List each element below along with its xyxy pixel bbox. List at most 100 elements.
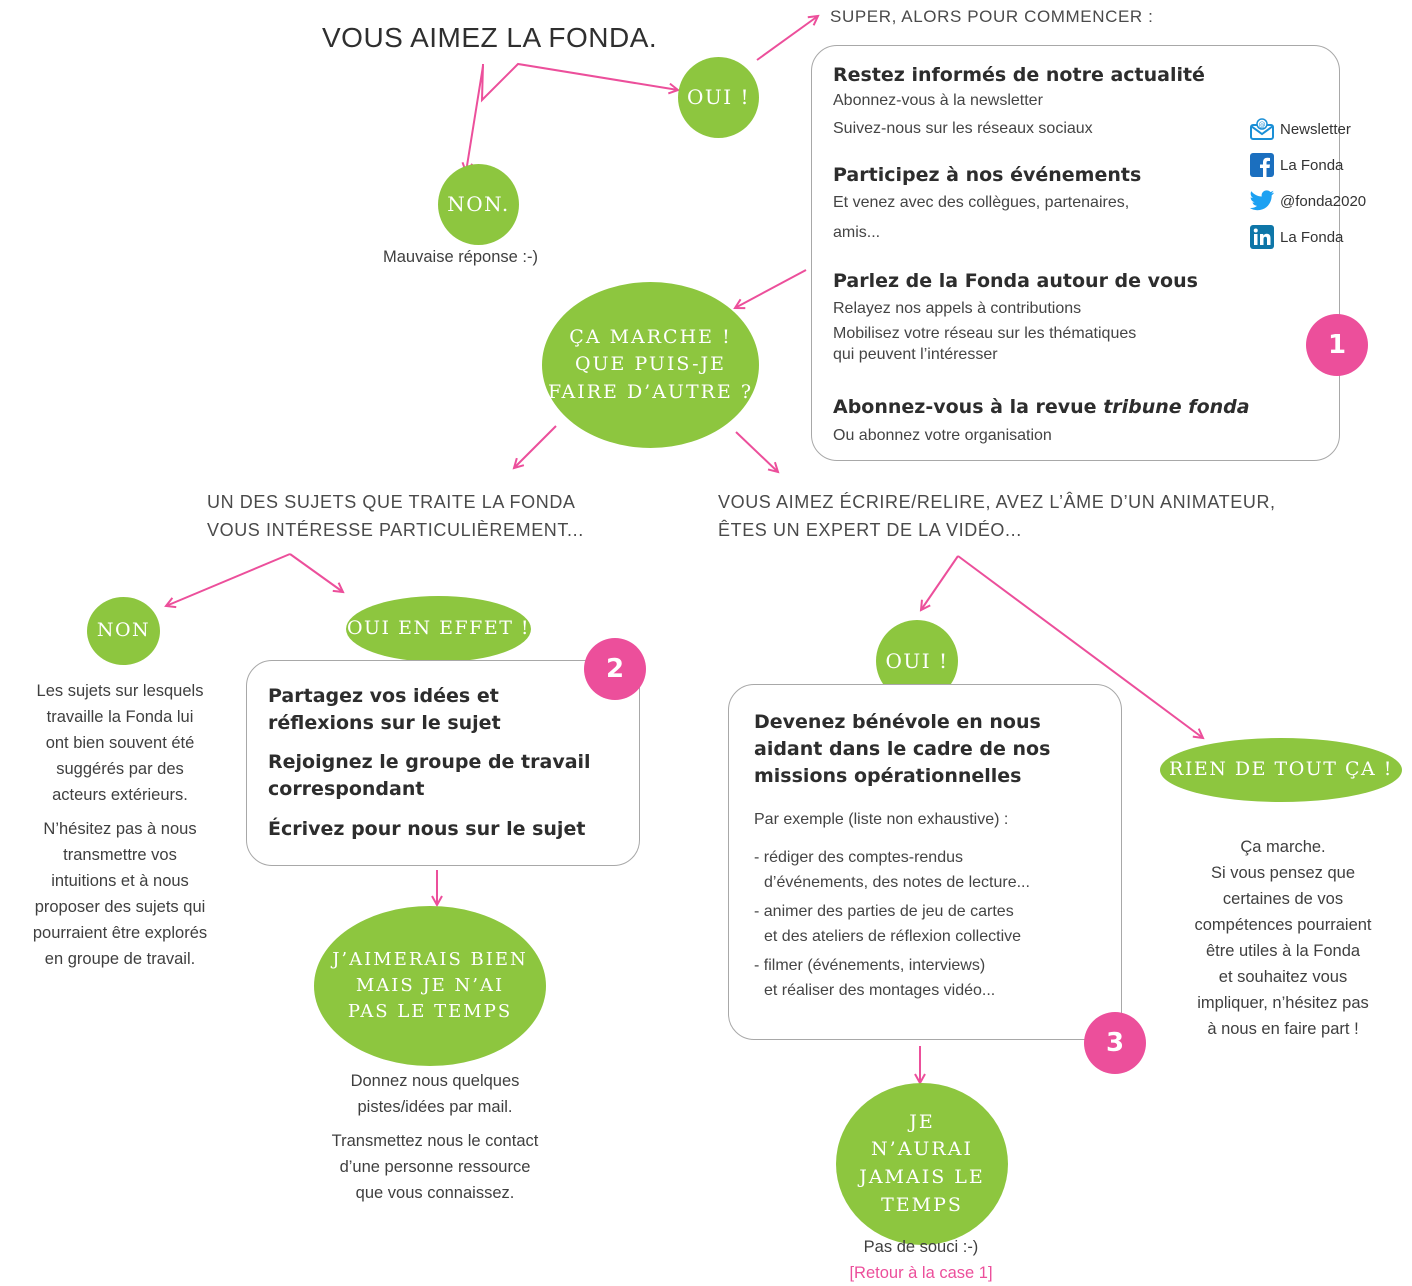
box3-heading: Devenez bénévole en nous [754, 711, 1041, 733]
badge-1: 1 [1306, 314, 1368, 376]
box1-text: Abonnez-vous à la newsletter [833, 92, 1043, 109]
newsletter-label[interactable]: Newsletter [1280, 120, 1351, 138]
arrow-to-super [756, 16, 818, 61]
box1-text: Ou abonnez votre organisation [833, 427, 1052, 444]
box1-text: Et venez avec des collègues, partenaires… [833, 194, 1130, 211]
facebook-label[interactable]: La Fonda [1280, 156, 1344, 174]
facebook-icon [1249, 152, 1275, 178]
text-line: travaille la Fonda lui [46, 708, 194, 726]
branch-right-label: VOUS AIMEZ ÉCRIRE/RELIRE, AVEZ L’ÂME D’U… [718, 488, 1276, 544]
box1-text: Suivez-nous sur les réseaux sociaux [833, 120, 1093, 137]
text-line: Les sujets sur lesquels [36, 682, 204, 700]
text-line: acteurs extérieurs. [52, 786, 188, 804]
text-line: N’hésitez pas à nous [43, 820, 197, 838]
svg-text:@: @ [1259, 121, 1266, 129]
bubble-jamais: Je n’aurai jamais le temps [836, 1083, 1008, 1245]
box3-text: d’événements, des notes de lecture... [764, 874, 1030, 891]
twitter-label[interactable]: @fonda2020 [1280, 192, 1367, 210]
twitter-icon [1249, 188, 1275, 214]
text-line: certaines de vos [1222, 890, 1344, 908]
box1-title-parlez: Parlez de la Fonda autour de vous [833, 270, 1198, 292]
box2-heading: Écrivez pour nous sur le sujet [268, 818, 586, 840]
box1-text: qui peuvent l’intéresser [833, 346, 998, 363]
text-line: d’une personne ressource [339, 1158, 531, 1176]
branch-right-line: ÊTES UN EXPERT DE LA VIDÉO... [718, 520, 1022, 540]
box1-text: Relayez nos appels à contributions [833, 300, 1082, 317]
super-label: SUPER, ALORS POUR COMMENCER : [830, 7, 1154, 26]
linkedin-label[interactable]: La Fonda [1280, 228, 1344, 246]
box3-text: et des ateliers de réflexion collective [764, 928, 1022, 945]
text-line: Pas de souci :-) [863, 1238, 979, 1256]
text-line: compétences pourraient [1194, 916, 1372, 934]
social-twitter[interactable]: @fonda2020 [1249, 183, 1366, 219]
arrow-to-non [466, 65, 484, 172]
social-links: @ Newsletter La Fonda @fonda2020 La Fond… [1249, 111, 1366, 255]
box1-title-evenements: Participez à nos événements [833, 164, 1142, 186]
text-line: pistes/idées par mail. [357, 1098, 513, 1116]
box3-text: Par exemple (liste non exhaustive) : [754, 811, 1009, 828]
branch-left-line: UN DES SUJETS QUE TRAITE LA FONDA [207, 492, 576, 512]
text-line: à nous en faire part ! [1207, 1020, 1359, 1038]
text-line: pourraient être explorés [32, 924, 208, 942]
arrow-to-right-branch [735, 431, 778, 472]
branch-left-line: VOUS INTÉRESSE PARTICULIÈREMENT... [207, 520, 584, 540]
box2-heading: Partagez vos idées et [268, 685, 499, 707]
box-commencer: Restez informés de notre actualité Abonn… [811, 45, 1368, 461]
box3-text: - animer des parties de jeu de cartes [754, 903, 1014, 920]
text-line: en groupe de travail. [44, 950, 196, 968]
arrow-to-oui [480, 62, 678, 103]
bubble-non: Non. [438, 164, 519, 245]
box3-heading: missions opérationnelles [754, 765, 1022, 787]
box3-heading: aidant dans le cadre de nos [754, 738, 1051, 760]
box3-text: - rédiger des comptes-rendus [754, 849, 963, 866]
arrow-to-non2 [166, 553, 291, 606]
box2-heading: Rejoignez le groupe de travail [268, 751, 591, 773]
box-benevole: Devenez bénévole en nous aidant dans le … [728, 684, 1122, 1040]
box3-text: - filmer (événements, interviews) [754, 957, 986, 974]
box2-heading: réflexions sur le sujet [268, 712, 501, 734]
badge-2: 2 [584, 638, 646, 700]
linkedin-icon [1249, 224, 1275, 250]
non2-text: Les sujets sur lesquels travaille la Fon… [2, 678, 238, 972]
arrow-to-ca-marche [735, 269, 807, 308]
revue-title-text: Abonnez-vous à la revue [833, 396, 1104, 418]
text-line: ont bien souvent été [45, 734, 195, 752]
text-line: Si vous pensez que [1210, 864, 1355, 882]
bubble-ca-marche: ça marche ! que puis-je faire d’autre ? [542, 282, 759, 448]
rien-text: Ça marche. Si vous pensez que certaines … [1160, 834, 1406, 1042]
box1-text: Mobilisez votre réseau sur les thématiqu… [833, 325, 1137, 342]
box1-title-revue: Abonnez-vous à la revue tribune fonda [833, 394, 1250, 421]
jamais-text: Pas de souci :-) [Retour à la case 1] [790, 1234, 1052, 1286]
text-line: que vous connaissez. [355, 1184, 515, 1202]
text-line: intuitions et à nous [51, 872, 189, 890]
arrow-to-oui-en-effet [289, 553, 343, 592]
revue-name: tribune fonda [1103, 396, 1250, 418]
arrow-to-left-branch [514, 425, 557, 468]
social-linkedin[interactable]: La Fonda [1249, 219, 1366, 255]
box2-heading: correspondant [268, 778, 425, 800]
text-line: et souhaitez vous [1218, 968, 1348, 986]
temps-text: Donnez nous quelques pistes/idées par ma… [290, 1068, 580, 1206]
text-line: impliquer, n’hésitez pas [1197, 994, 1369, 1012]
social-facebook[interactable]: La Fonda [1249, 147, 1366, 183]
bubble-pas-le-temps: J’aimerais bien mais je n’ai pas le temp… [314, 906, 546, 1066]
mauvaise-reponse: Mauvaise réponse :-) [383, 248, 538, 266]
arrow-to-rien [957, 555, 1203, 738]
text-line: Donnez nous quelques [350, 1072, 520, 1090]
bubble-non-2: Non [87, 597, 160, 665]
text-line: être utiles à la Fonda [1205, 942, 1361, 960]
bubble-oui-en-effet: Oui En effet ! [346, 596, 531, 662]
badge-3: 3 [1084, 1012, 1146, 1074]
branch-right-line: VOUS AIMEZ ÉCRIRE/RELIRE, AVEZ L’ÂME D’U… [718, 492, 1276, 512]
branch-left-label: UN DES SUJETS QUE TRAITE LA FONDA VOUS I… [207, 488, 584, 544]
text-line: proposer des sujets qui [34, 898, 206, 916]
box1-text: amis... [833, 224, 881, 241]
envelope-icon: @ [1249, 116, 1275, 142]
arrow-to-oui2 [921, 555, 959, 610]
social-newsletter[interactable]: @ Newsletter [1249, 111, 1366, 147]
text-line: suggérés par des [56, 760, 184, 778]
box3-text: et réaliser des montages vidéo... [764, 982, 996, 999]
retour-case-1-link[interactable]: [Retour à la case 1] [849, 1264, 993, 1282]
text-line: Transmettez nous le contact [331, 1132, 539, 1150]
